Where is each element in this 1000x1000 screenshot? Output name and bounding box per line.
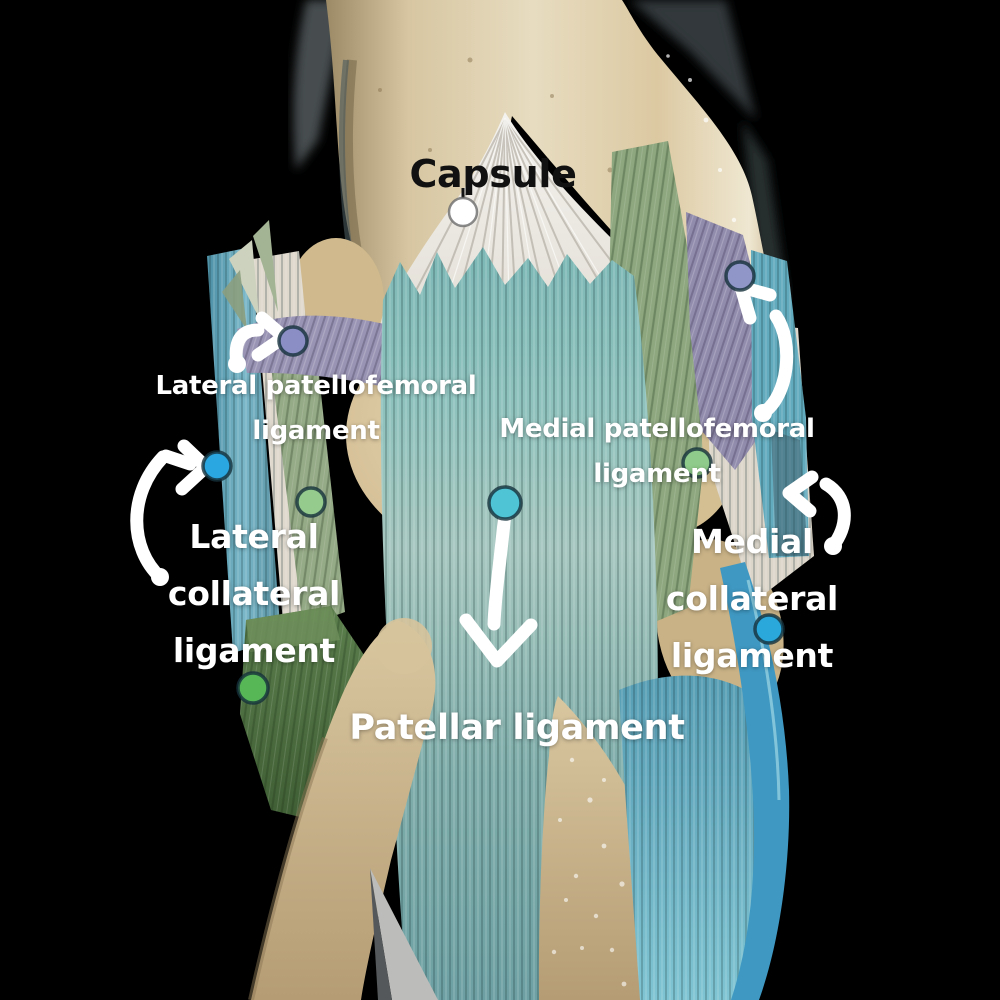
medial-collateral-band	[619, 562, 790, 1000]
pin-left-green[interactable]	[295, 486, 327, 518]
fibula-bone	[248, 618, 436, 1000]
pin-patellar[interactable]	[487, 485, 523, 521]
bone-pores	[378, 57, 613, 173]
pin-medial-patellofemoral[interactable]	[724, 260, 756, 292]
pin-lcl-proximal[interactable]	[201, 450, 233, 482]
arrow-patellar-ligament	[459, 505, 538, 668]
marker-pins	[201, 196, 785, 705]
pin-capsule[interactable]	[447, 196, 479, 228]
pin-mcl[interactable]	[753, 613, 785, 645]
lateral-ligament-strips	[207, 247, 345, 653]
lcl-insertion-patch	[240, 606, 366, 822]
pin-lcl-distal[interactable]	[236, 671, 270, 705]
arrow-medial-collateral	[782, 470, 851, 555]
pin-lateral-patellofemoral[interactable]	[277, 325, 309, 357]
pin-right-green[interactable]	[681, 447, 713, 479]
